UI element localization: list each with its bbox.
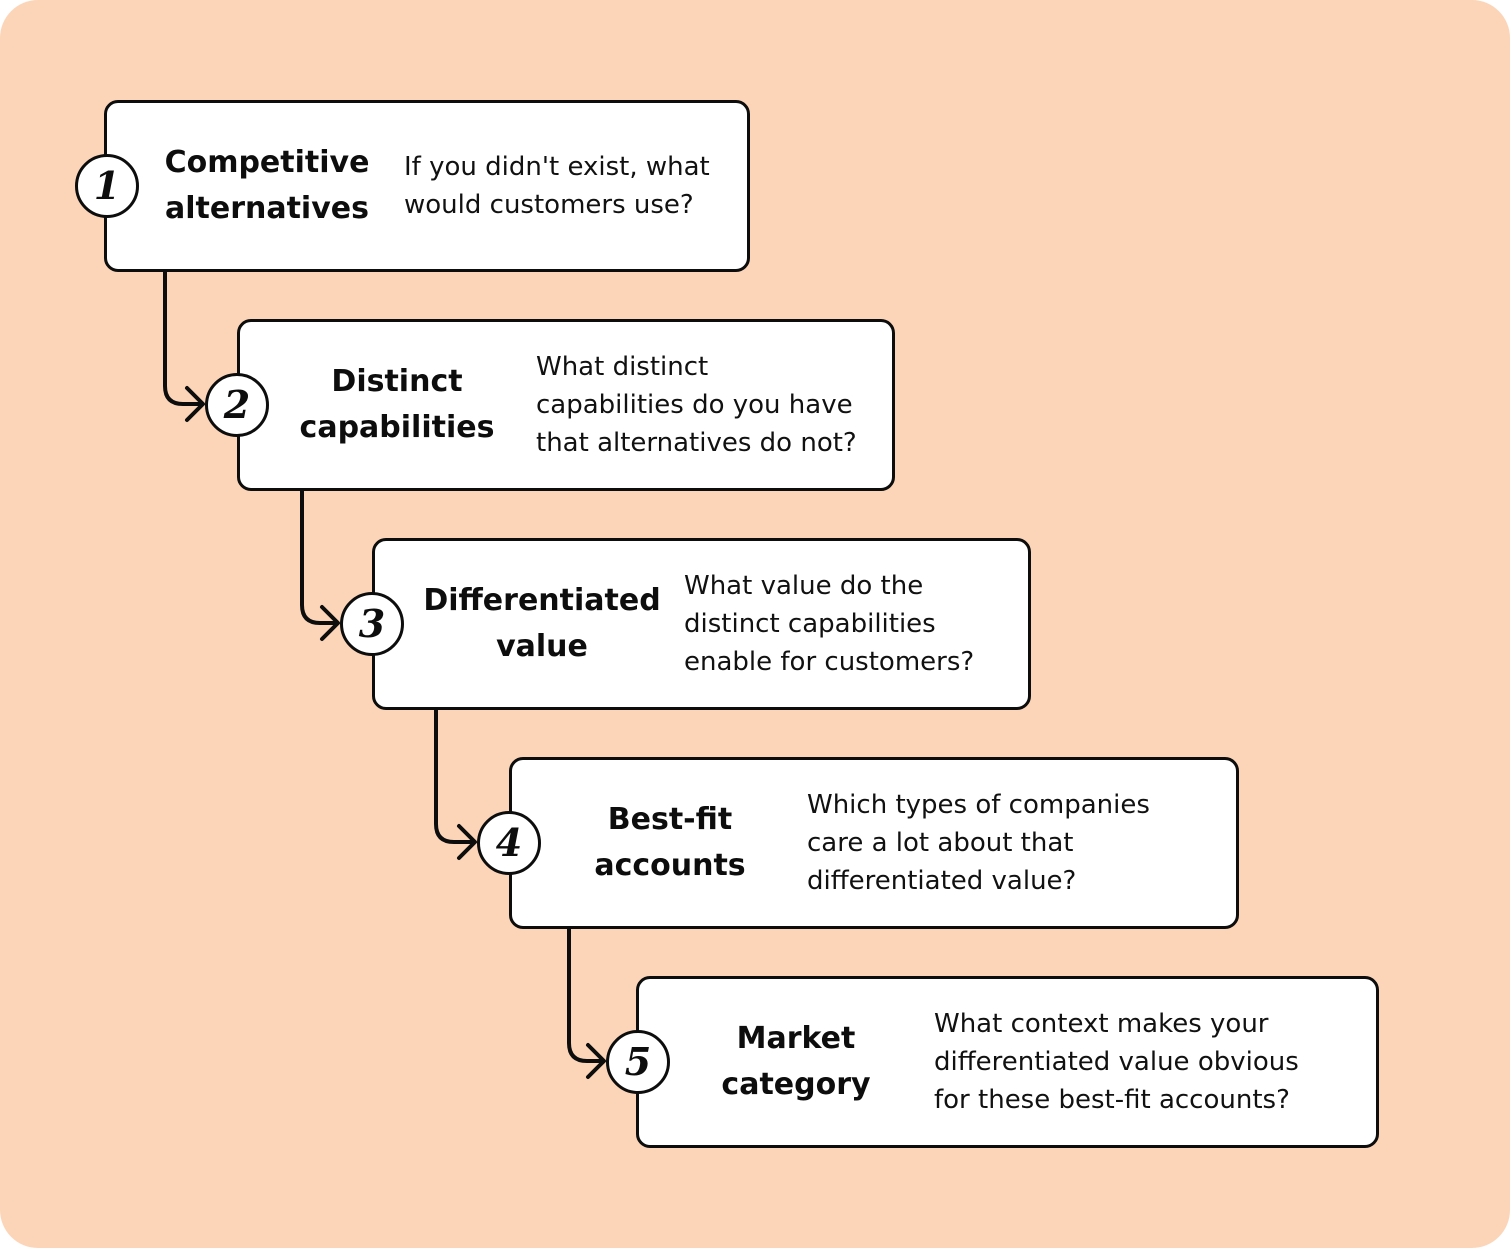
step-card-4: Best-fit accounts Which types of compani… [509,757,1239,929]
step-title: Best-fit accounts [594,802,746,883]
connector-arrowhead-2 [320,605,340,641]
connector-arrowhead-3 [457,824,477,860]
connector-line-3 [434,707,476,844]
step-description: If you didn't exist, what would customer… [404,152,710,220]
step-description: Which types of companies care a lot abou… [807,790,1150,896]
step-number-badge-5: 5 [606,1030,670,1094]
step-card-5: Market category What context makes your … [636,976,1379,1148]
step-title: Market category [721,1021,871,1102]
step-number-badge-4: 4 [477,811,541,875]
step-title: Distinct capabilities [299,364,495,445]
step-description: What context makes your differentiated v… [934,1009,1299,1115]
step-number-badge-2: 2 [205,373,269,437]
step-description: What value do the distinct capabilities … [684,571,975,677]
step-description: What distinct capabilities do you have t… [536,352,857,458]
connector-arrowhead-4 [586,1043,606,1079]
step-card-1: Competitive alternatives If you didn't e… [104,100,750,272]
step-title: Competitive alternatives [164,145,370,226]
step-card-3: Differentiated value What value do the d… [372,538,1031,710]
connector-line-4 [567,926,605,1063]
step-card-2: Distinct capabilities What distinct capa… [237,319,895,491]
step-number-badge-1: 1 [75,154,139,218]
connector-line-1 [163,269,204,406]
step-number-badge-3: 3 [340,592,404,656]
connector-line-2 [300,488,339,625]
step-title: Differentiated value [423,583,661,664]
connector-arrowhead-1 [185,386,205,422]
